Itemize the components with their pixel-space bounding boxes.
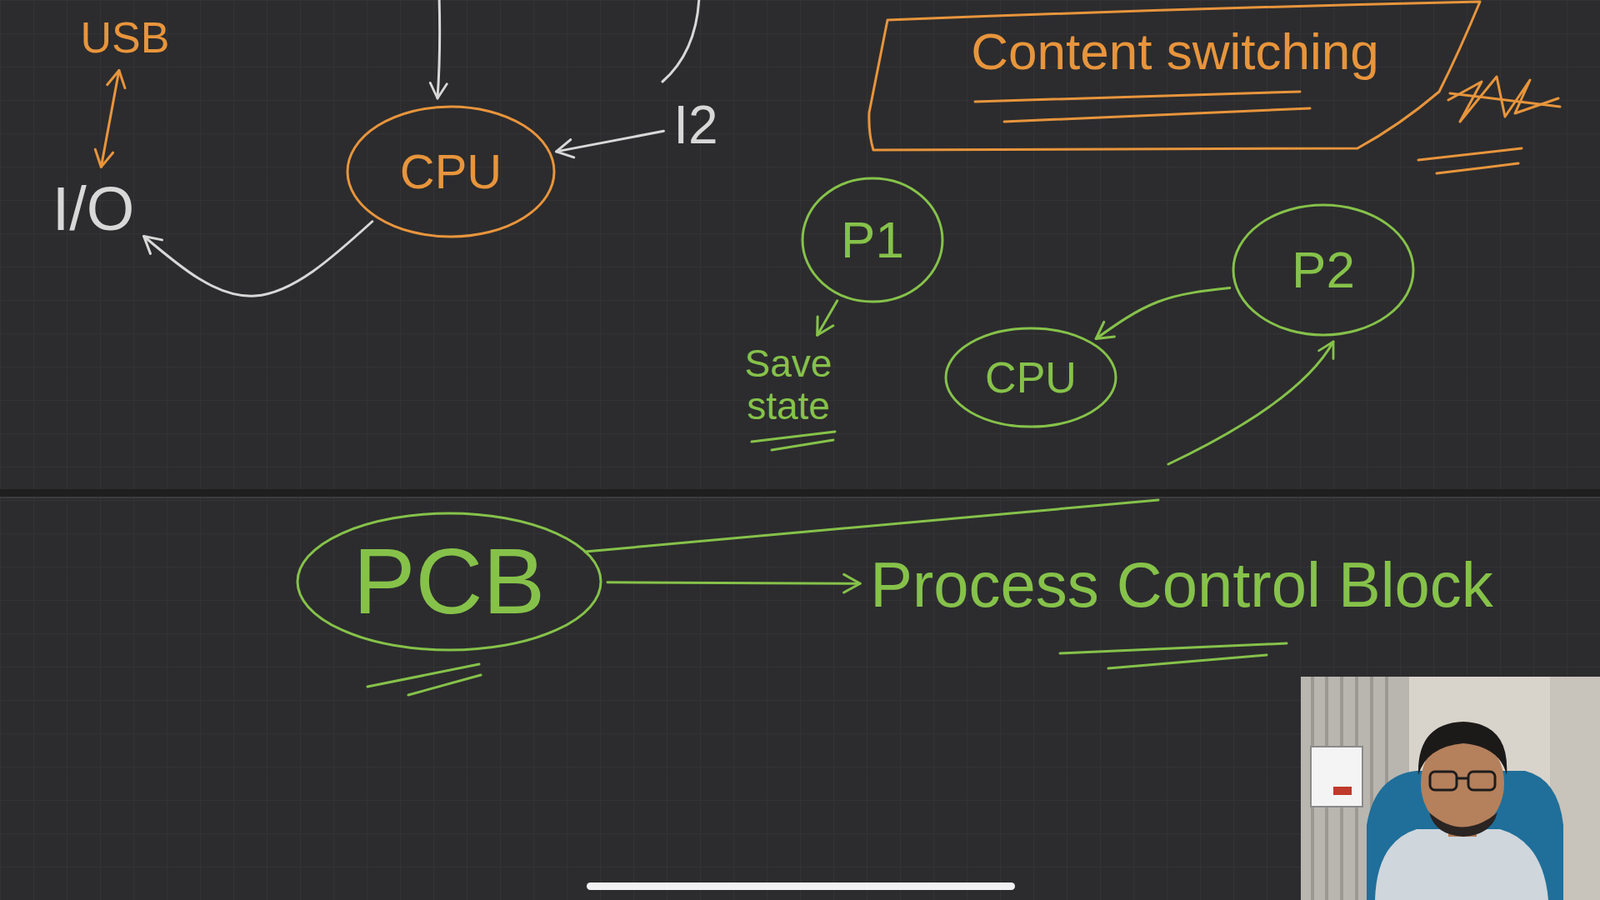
webcam-inset xyxy=(1300,676,1600,900)
underline xyxy=(408,675,481,695)
stroke-tail xyxy=(585,500,1159,552)
connector-arrow xyxy=(1095,288,1230,340)
ellipse-outline xyxy=(945,328,1116,427)
cpu-ellipse: CPU xyxy=(944,326,1118,429)
state-note: Save state xyxy=(720,339,856,430)
ellipse-outline xyxy=(802,178,943,302)
underline xyxy=(771,440,834,450)
underline xyxy=(1108,655,1267,669)
process-circle: P1 xyxy=(800,176,945,304)
acronym-ellipse: PCB xyxy=(295,511,603,652)
connector-arrow xyxy=(607,582,860,584)
note-text: Save state xyxy=(725,342,851,427)
definition-label: Process Control Block xyxy=(865,546,1499,624)
interrupt-name: I2 xyxy=(673,95,718,155)
return-arrow xyxy=(1168,341,1334,465)
underline xyxy=(1004,108,1310,122)
process-circle: P2 xyxy=(1231,203,1415,337)
page-divider-edge xyxy=(0,496,1600,499)
connector-arrow xyxy=(100,70,119,167)
input-arrow xyxy=(437,0,440,99)
cpu-name: CPU xyxy=(985,355,1077,400)
process-name: P1 xyxy=(840,214,905,266)
input-curve xyxy=(662,0,700,82)
topic-title: Content switching xyxy=(970,23,1379,80)
acronym: PCB xyxy=(353,535,545,629)
box-outline xyxy=(869,1,1480,150)
cpu-ellipse: CPU xyxy=(345,105,556,239)
cpu-name: CPU xyxy=(400,147,502,196)
process-name: P2 xyxy=(1291,244,1355,296)
port-name: USB xyxy=(80,14,170,62)
port-label: USB xyxy=(75,10,175,65)
title-box: Content switching xyxy=(866,0,1484,155)
definition: Process Control Block xyxy=(870,550,1494,620)
ellipse-outline xyxy=(297,513,601,650)
io-label: I/O xyxy=(47,171,140,246)
connector-arrow xyxy=(144,221,373,296)
ellipse-outline xyxy=(347,106,555,237)
underline xyxy=(367,664,480,687)
underline xyxy=(1436,163,1519,174)
io-name: I/O xyxy=(52,175,135,243)
star-scribble xyxy=(1450,93,1560,107)
underline xyxy=(751,431,835,442)
page-divider xyxy=(0,489,1600,497)
connector-arrow xyxy=(817,300,838,335)
underline xyxy=(975,91,1300,102)
connector-arrow xyxy=(556,130,665,152)
underline xyxy=(1060,643,1287,654)
scroll-indicator xyxy=(586,882,1015,890)
ellipse-outline xyxy=(1233,205,1414,335)
interrupt-label: I2 xyxy=(668,92,723,158)
underline xyxy=(1418,148,1522,160)
